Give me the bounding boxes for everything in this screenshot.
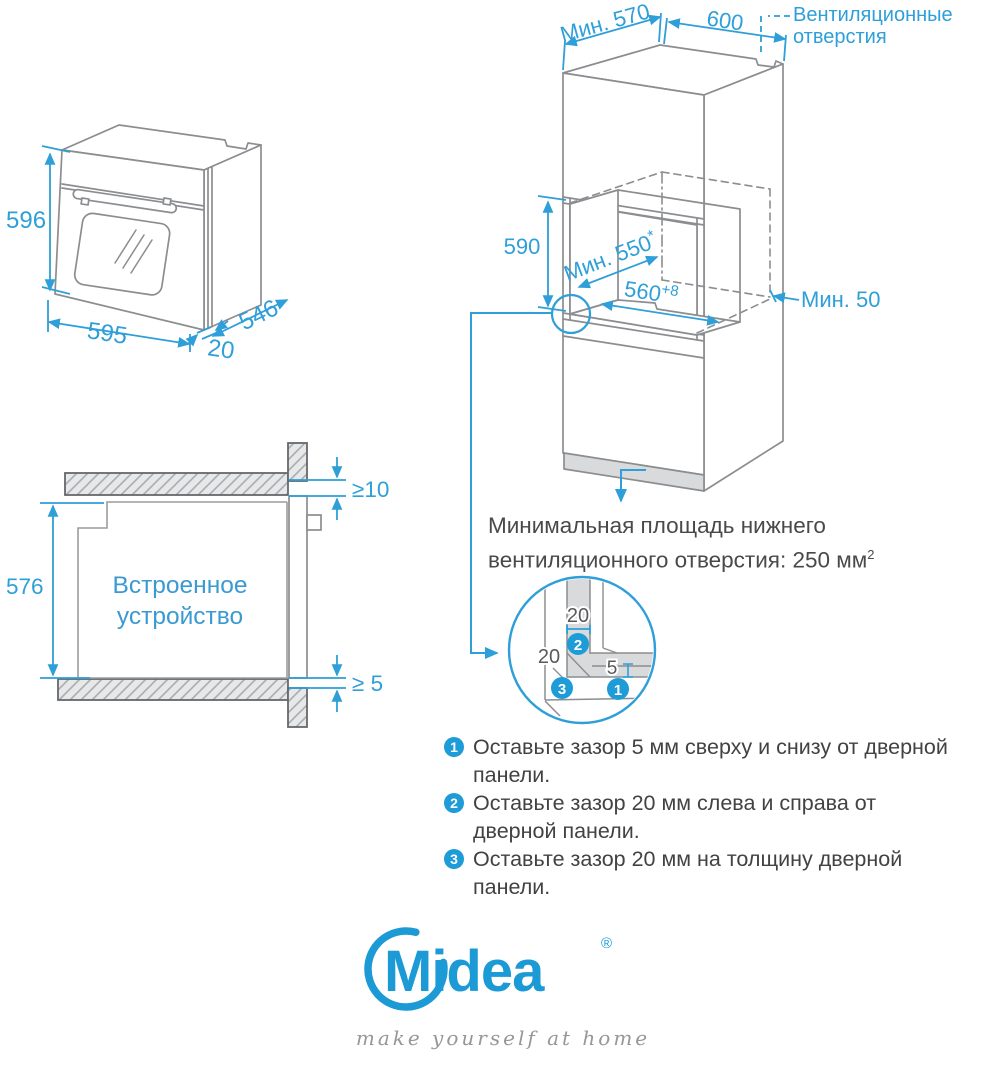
oven-door-arrow-left xyxy=(185,333,199,347)
section-top-panel xyxy=(64,472,289,496)
cab-width-dim-line xyxy=(667,18,787,43)
oven-door-arrow-right xyxy=(214,319,229,331)
oven-handle-bracket-left xyxy=(80,197,90,206)
section-topgap-ticks xyxy=(289,479,346,497)
cabinet-side-face xyxy=(703,63,784,492)
detail-profile-lines xyxy=(566,579,653,678)
midea-wordmark: Midea xyxy=(384,939,545,1004)
oven-door-label: 20 xyxy=(206,334,236,364)
cabinet-vent-label: Вентиляционные отверстия xyxy=(793,4,953,48)
detail-botgap-tick xyxy=(623,663,633,678)
cab-vent-leader-dashes xyxy=(760,15,790,54)
detail-sidegap-label: 20 xyxy=(567,605,589,627)
vent-note-line1: Минимальная площадь нижнего xyxy=(488,513,826,538)
cab-niche-width-dim-line xyxy=(600,300,720,326)
cab-niche-width-base: 560 xyxy=(623,276,663,306)
cab-niche-width-sup: +8 xyxy=(660,281,680,300)
cab-width-label: 600 xyxy=(705,6,745,36)
detail-marker-3-num: 3 xyxy=(558,681,566,698)
cabinet-dimensions xyxy=(470,12,800,659)
section-botgap-label: ≥ 5 xyxy=(352,671,383,696)
cabinet-vent-strip xyxy=(563,452,705,492)
section-device-outline xyxy=(77,501,288,679)
oven-height-label: 596 xyxy=(6,207,46,234)
vent-note-squared: 2 xyxy=(867,547,875,562)
section-door-handle-stub xyxy=(306,514,322,531)
cab-niche-width-label: 560+8 xyxy=(623,275,680,309)
vent-area-note: Минимальная площадь нижнего вентиляционн… xyxy=(488,511,968,575)
detail-sidegap-dim xyxy=(566,625,591,634)
cab-niche-height-label: 590 xyxy=(504,234,541,259)
section-door-panel xyxy=(288,495,308,679)
oven-handle-bracket-right xyxy=(162,197,172,206)
registered-mark-icon: ® xyxy=(601,935,612,952)
midea-swoosh-icon xyxy=(364,927,448,1011)
section-wall-lower xyxy=(287,687,308,728)
note-row-2: 2 Оставьте зазор 20 мм слева и справа от… xyxy=(444,790,960,845)
oven-door-ticks xyxy=(196,326,217,340)
vent-note-line2-text: вентиляционного отверстия: 250 мм xyxy=(488,547,868,573)
note-3-bullet: 3 xyxy=(444,849,464,869)
note-3-text: Оставьте зазор 20 мм на толщину дверной … xyxy=(473,847,903,899)
detail-labels: 20 20 5 xyxy=(536,603,619,681)
note-row-3: 3 Оставьте зазор 20 мм на толщину дверно… xyxy=(444,846,960,901)
midea-logo: Midea ® xyxy=(364,927,612,1011)
cabinet-hidden-edges xyxy=(569,171,771,334)
cab-rear-gap-tick xyxy=(769,289,777,303)
note-2-text: Оставьте зазор 20 мм слева и справа от д… xyxy=(473,791,877,843)
detail-botgap-label: 5 xyxy=(607,658,618,679)
cab-depth-dim-line xyxy=(564,14,662,47)
brand-tagline: make yourself at home xyxy=(355,1026,651,1050)
section-botgap-ticks xyxy=(289,677,346,689)
cab-rear-gap-arrow xyxy=(772,292,800,304)
oven-handle xyxy=(72,188,178,214)
detail-contents xyxy=(544,579,653,717)
detail-drawing: 20 20 5 2 3 1 xyxy=(507,575,657,725)
cab-rear-gap-label: Мин. 50 xyxy=(801,287,880,312)
vent-note-line2: вентиляционного отверстия: 250 мм2 xyxy=(488,540,968,575)
detail-marker-3-circle xyxy=(551,677,573,699)
detail-markers: 2 3 1 xyxy=(551,633,629,700)
note-1-text: Оставьте зазор 5 мм сверху и снизу от дв… xyxy=(473,735,948,787)
detail-l-profile xyxy=(566,579,653,678)
section-topgap-label: ≥10 xyxy=(352,477,389,502)
section-dimensions xyxy=(40,457,346,712)
oven-width-dim-line xyxy=(47,318,191,348)
detail-marker-1-circle xyxy=(607,678,629,700)
section-wall-upper xyxy=(287,442,308,482)
section-height-label: 576 xyxy=(6,574,44,599)
oven-door-window xyxy=(73,212,171,296)
cab-niche-depth-dim-line xyxy=(577,255,659,289)
detail-marker-2-circle xyxy=(567,633,589,655)
cab-depth-label: Мин. 570 xyxy=(557,0,652,47)
detail-marker-2-num: 2 xyxy=(574,637,582,654)
detail-marker-1-num: 1 xyxy=(614,682,622,699)
cab-niche-depth-sup: * xyxy=(646,227,658,245)
oven-width-label: 595 xyxy=(85,317,129,350)
oven-dimensions xyxy=(41,145,289,352)
cabinet-niche-back-edges xyxy=(617,189,741,323)
oven-drawing xyxy=(54,124,262,331)
vent-strip-leader xyxy=(615,469,646,503)
note-row-1: 1 Оставьте зазор 5 мм сверху и снизу от … xyxy=(444,734,960,789)
detail-leader-line xyxy=(470,312,551,659)
section-drawing xyxy=(57,442,322,728)
detail-thickness-label: 20 xyxy=(538,646,560,668)
built-in-device-label: Встроенное устройство xyxy=(112,572,248,630)
cab-niche-height-ext xyxy=(537,195,567,312)
oven-window-reflections xyxy=(114,229,153,274)
section-height-ticks xyxy=(40,502,104,679)
section-dimension-labels: 576 ≥10 ≥ 5 xyxy=(6,477,389,696)
note-1-bullet: 1 xyxy=(444,737,464,757)
installation-notes: 1 Оставьте зазор 5 мм сверху и снизу от … xyxy=(444,734,960,902)
section-bottom-panel xyxy=(57,678,289,701)
note-2-bullet: 2 xyxy=(444,793,464,813)
cab-detail-callout-circle xyxy=(550,293,592,335)
